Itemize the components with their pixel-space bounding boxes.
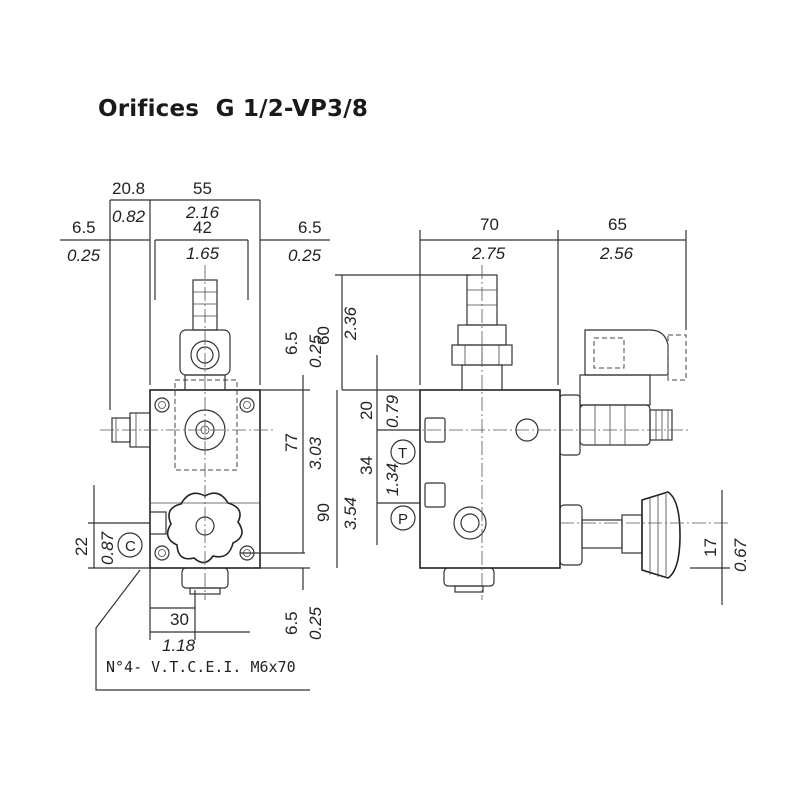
dim-2-16: 2.16 xyxy=(185,203,220,222)
dim-1-18: 1.18 xyxy=(162,636,196,655)
dim-0-82: 0.82 xyxy=(112,207,146,226)
dim-6-5-right: 6.5 xyxy=(298,218,322,237)
dim-2-75: 2.75 xyxy=(471,244,506,263)
dim-0-67: 0.67 xyxy=(731,538,750,572)
dim-34: 34 xyxy=(357,456,376,475)
dim-77: 77 xyxy=(282,433,301,452)
dim-22: 22 xyxy=(72,537,91,556)
port-t-label: T xyxy=(398,445,407,462)
dim-1-34: 1.34 xyxy=(383,463,402,496)
port-c-circle xyxy=(117,532,143,558)
star-knob xyxy=(166,492,243,564)
dim-55: 55 xyxy=(193,179,212,198)
dim-2-56: 2.56 xyxy=(599,244,634,263)
electrical-connector xyxy=(579,329,687,406)
dim-65: 65 xyxy=(608,215,627,234)
dim-60: 60 xyxy=(314,326,333,345)
solenoid-hidden-outline xyxy=(174,379,238,471)
dim-20: 20 xyxy=(357,401,376,420)
dim-2-36: 2.36 xyxy=(341,306,360,341)
port-p-circle xyxy=(390,505,416,531)
left-view xyxy=(60,199,338,691)
dim-1-65: 1.65 xyxy=(186,244,220,263)
bolt-note: N°4- V.T.C.E.I. M6x70 xyxy=(106,658,296,676)
drawing-title: Orifices G 1/2-VP3/8 xyxy=(98,96,369,122)
dim-0-25-top: 0.25 xyxy=(306,334,325,368)
dim-0-87: 0.87 xyxy=(98,531,117,565)
dim-42: 42 xyxy=(193,218,212,237)
port-c-label: C xyxy=(125,538,136,555)
dim-70: 70 xyxy=(480,215,499,234)
dim-0-79: 0.79 xyxy=(383,394,402,428)
dim-6-5-left: 6.5 xyxy=(72,218,96,237)
port-t-circle xyxy=(390,439,416,465)
dim-3-03: 3.03 xyxy=(306,436,325,470)
port-p-label: P xyxy=(398,511,408,528)
handwheel xyxy=(559,491,681,579)
dim-6-5-top: 6.5 xyxy=(282,331,301,355)
dim-0-25-right: 0.25 xyxy=(288,246,322,265)
dim-0-25-bottom: 0.25 xyxy=(306,606,325,640)
dim-20-8: 20.8 xyxy=(112,179,145,198)
dim-3-54: 3.54 xyxy=(341,497,360,530)
dim-17: 17 xyxy=(701,538,720,557)
dim-30: 30 xyxy=(170,610,189,629)
right-view xyxy=(335,230,730,605)
dim-90: 90 xyxy=(314,503,333,522)
dim-6-5-bottom: 6.5 xyxy=(282,611,301,635)
dim-0-25-left: 0.25 xyxy=(67,246,101,265)
